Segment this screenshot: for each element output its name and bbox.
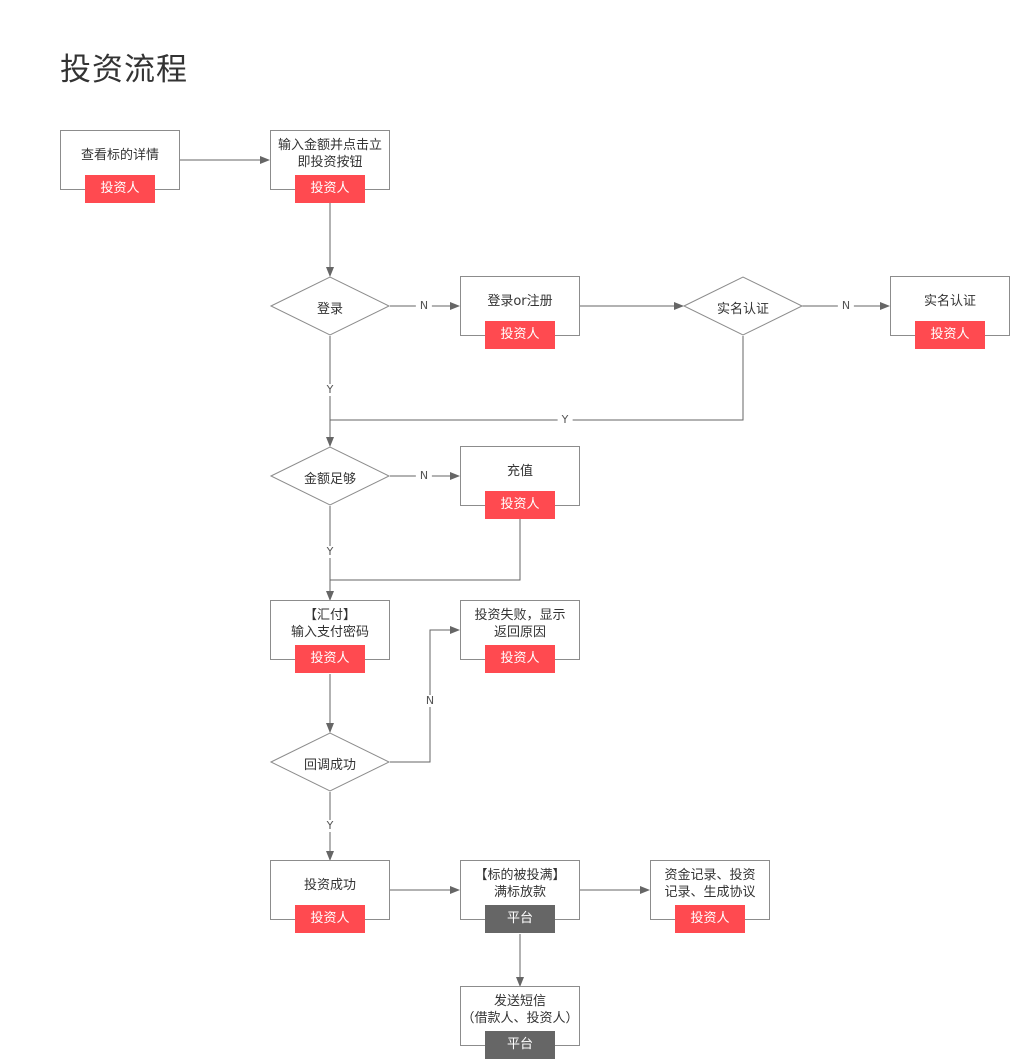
edge-realname-y xyxy=(330,336,744,421)
edge-label-balance-y: Y xyxy=(322,546,338,558)
node-view-detail-tag: 投资人 xyxy=(85,175,155,203)
node-loan-full-text: 【标的被投满】 满标放款 xyxy=(474,868,566,900)
node-realname-box-tag: 投资人 xyxy=(915,321,985,349)
decision-login-shape xyxy=(269,276,391,336)
node-loan-full: 【标的被投满】 满标放款 xyxy=(460,860,580,920)
node-invest-success-tag: 投资人 xyxy=(295,905,365,933)
edge-label-balance-n: N xyxy=(415,470,433,482)
node-recharge-text: 充值 xyxy=(506,464,533,479)
decision-realname-shape xyxy=(682,276,804,336)
node-huifu-pay-text: 【汇付】 输入支付密码 xyxy=(290,608,369,640)
edge-label-callback-y: Y xyxy=(322,820,338,832)
decision-login-label: 登录 xyxy=(316,302,343,317)
edge-label-login-y: Y xyxy=(322,384,338,396)
edge-label-login-n: N xyxy=(415,300,433,312)
node-records-text: 资金记录、投资 记录、生成协议 xyxy=(664,868,756,900)
node-send-sms-tag: 平台 xyxy=(485,1031,555,1059)
edge-label-callback-n: N xyxy=(421,695,439,707)
node-realname-box-text: 实名认证 xyxy=(923,294,976,309)
node-recharge-tag: 投资人 xyxy=(485,491,555,519)
node-view-detail-text: 查看标的详情 xyxy=(80,148,159,163)
decision-realname-label: 实名认证 xyxy=(716,302,769,317)
edge-recharge-return xyxy=(330,506,521,581)
edge-label-realname-n: N xyxy=(837,300,855,312)
node-invest-fail-tag: 投资人 xyxy=(485,645,555,673)
decision-callback-label: 回调成功 xyxy=(303,758,356,773)
node-enter-amount-text: 输入金额并点击立 即投资按钮 xyxy=(277,138,382,170)
node-enter-amount-tag: 投资人 xyxy=(295,175,365,203)
node-huifu-pay-tag: 投资人 xyxy=(295,645,365,673)
node-invest-success-text: 投资成功 xyxy=(303,878,356,893)
node-invest-fail-text: 投资失败，显示 返回原因 xyxy=(474,608,566,640)
node-send-sms: 发送短信 （借款人、投资人） xyxy=(460,986,580,1046)
node-login-register-tag: 投资人 xyxy=(485,321,555,349)
node-records-tag: 投资人 xyxy=(675,905,745,933)
decision-balance-shape xyxy=(269,446,391,506)
decision-balance-label: 金额足够 xyxy=(303,472,356,487)
edge-label-realname-y: Y xyxy=(557,414,573,426)
decision-callback-shape xyxy=(269,732,391,792)
node-loan-full-tag: 平台 xyxy=(485,905,555,933)
node-send-sms-text: 发送短信 （借款人、投资人） xyxy=(461,994,579,1026)
page-title: 投资流程 xyxy=(60,52,188,88)
node-login-register-text: 登录or注册 xyxy=(487,294,553,309)
